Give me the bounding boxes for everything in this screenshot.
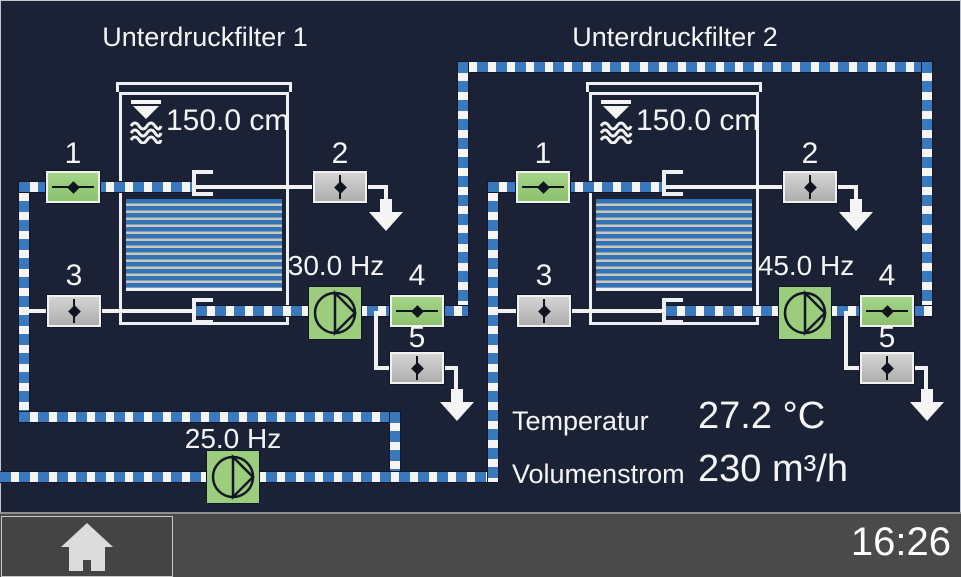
pump-icon xyxy=(313,289,357,337)
valve-4-label: 4 xyxy=(878,259,896,292)
line-valve5-out xyxy=(444,366,458,370)
line-valve5-branch xyxy=(374,311,378,370)
circulation-pump-frequency: 25.0 Hz xyxy=(184,423,282,454)
flow-label: Volumenstrom xyxy=(512,459,685,489)
filter-title: Unterdruckfilter 2 xyxy=(572,22,778,52)
valve-4-label: 4 xyxy=(408,259,426,292)
pipe-transfer-top xyxy=(458,62,932,72)
tank-lid xyxy=(116,82,292,92)
pipe-filter2-inlet xyxy=(488,182,662,192)
valve-1[interactable] xyxy=(46,171,100,203)
clock: 16:26 xyxy=(850,520,951,564)
filter-unit-1: Unterdruckfilter 1 150.0 cm 1 2 3 xyxy=(0,0,491,512)
valve-2-label: 2 xyxy=(801,137,819,170)
pipe-filter1-inlet xyxy=(19,182,192,192)
pump-icon xyxy=(211,453,255,501)
taskbar: 16:26 xyxy=(0,512,961,577)
water-level-value: 150.0 cm xyxy=(166,104,290,137)
valve-1[interactable] xyxy=(516,171,570,203)
valve-5[interactable] xyxy=(860,352,914,384)
pipe-filter2-left-riser xyxy=(488,182,498,482)
filter-title: Unterdruckfilter 1 xyxy=(102,22,308,52)
home-icon xyxy=(61,522,113,571)
pipe-loop-connector xyxy=(390,412,400,482)
valve-4[interactable] xyxy=(390,295,444,327)
valve-3-label: 3 xyxy=(535,259,553,292)
temperature-value: 27.2 °C xyxy=(698,395,826,437)
filter-pump[interactable] xyxy=(309,287,361,339)
valve-2-label: 2 xyxy=(331,137,349,170)
flow-value: 230 m³/h xyxy=(698,448,848,490)
water-level-icon xyxy=(129,100,163,144)
valve-4[interactable] xyxy=(860,295,914,327)
line-valve5-drop xyxy=(924,368,928,392)
valve-3-label: 3 xyxy=(65,259,83,292)
drain-arrow-valve2 xyxy=(839,199,873,231)
line-valve5-in xyxy=(374,366,394,370)
line-inlet-to-drain xyxy=(196,185,388,189)
line-inlet-to-drain xyxy=(666,185,858,189)
line-valve2-drop xyxy=(384,187,388,202)
temperature-label: Temperatur xyxy=(512,406,649,436)
water-level-icon xyxy=(599,100,633,144)
home-button[interactable] xyxy=(1,516,173,577)
drain-arrow-valve2 xyxy=(369,199,403,231)
line-valve5-drop xyxy=(454,368,458,392)
pump-frequency: 30.0 Hz xyxy=(287,250,385,281)
valve-5-label: 5 xyxy=(408,321,426,354)
tank-inlet-nozzle xyxy=(662,170,683,196)
line-valve5-branch xyxy=(844,311,848,370)
drain-arrow-valve5 xyxy=(440,389,474,421)
drain-arrow-valve5 xyxy=(910,389,944,421)
line-backwash xyxy=(22,309,196,313)
water-level-value: 150.0 cm xyxy=(636,104,760,137)
valve-3[interactable] xyxy=(517,295,571,327)
pump-frequency: 45.0 Hz xyxy=(757,250,855,281)
line-backwash xyxy=(492,309,666,313)
valve-1-label: 1 xyxy=(64,137,82,170)
line-valve2-drop xyxy=(854,187,858,202)
valve-2[interactable] xyxy=(783,171,837,203)
filter-unit-2: Unterdruckfilter 2 150.0 cm 1 2 3 4 5 xyxy=(470,0,961,512)
filter-media xyxy=(126,199,282,291)
pipe-transfer-left-riser xyxy=(458,62,468,316)
circulation-pump[interactable] xyxy=(207,451,259,503)
valve-5-label: 5 xyxy=(878,321,896,354)
tank-inlet-nozzle xyxy=(192,170,213,196)
filter-pump[interactable] xyxy=(779,287,831,339)
valve-2[interactable] xyxy=(313,171,367,203)
line-valve5-in xyxy=(844,366,864,370)
pipe-filter1-left-riser xyxy=(19,182,29,422)
tank-lid xyxy=(586,82,762,92)
pipe-transfer-right-riser xyxy=(922,62,932,316)
valve-3[interactable] xyxy=(47,295,101,327)
valve-1-label: 1 xyxy=(534,137,552,170)
valve-5[interactable] xyxy=(390,352,444,384)
line-valve5-out xyxy=(914,366,928,370)
filter-media xyxy=(596,199,752,291)
pipe-loop-upper xyxy=(19,412,400,422)
pump-icon xyxy=(783,289,827,337)
